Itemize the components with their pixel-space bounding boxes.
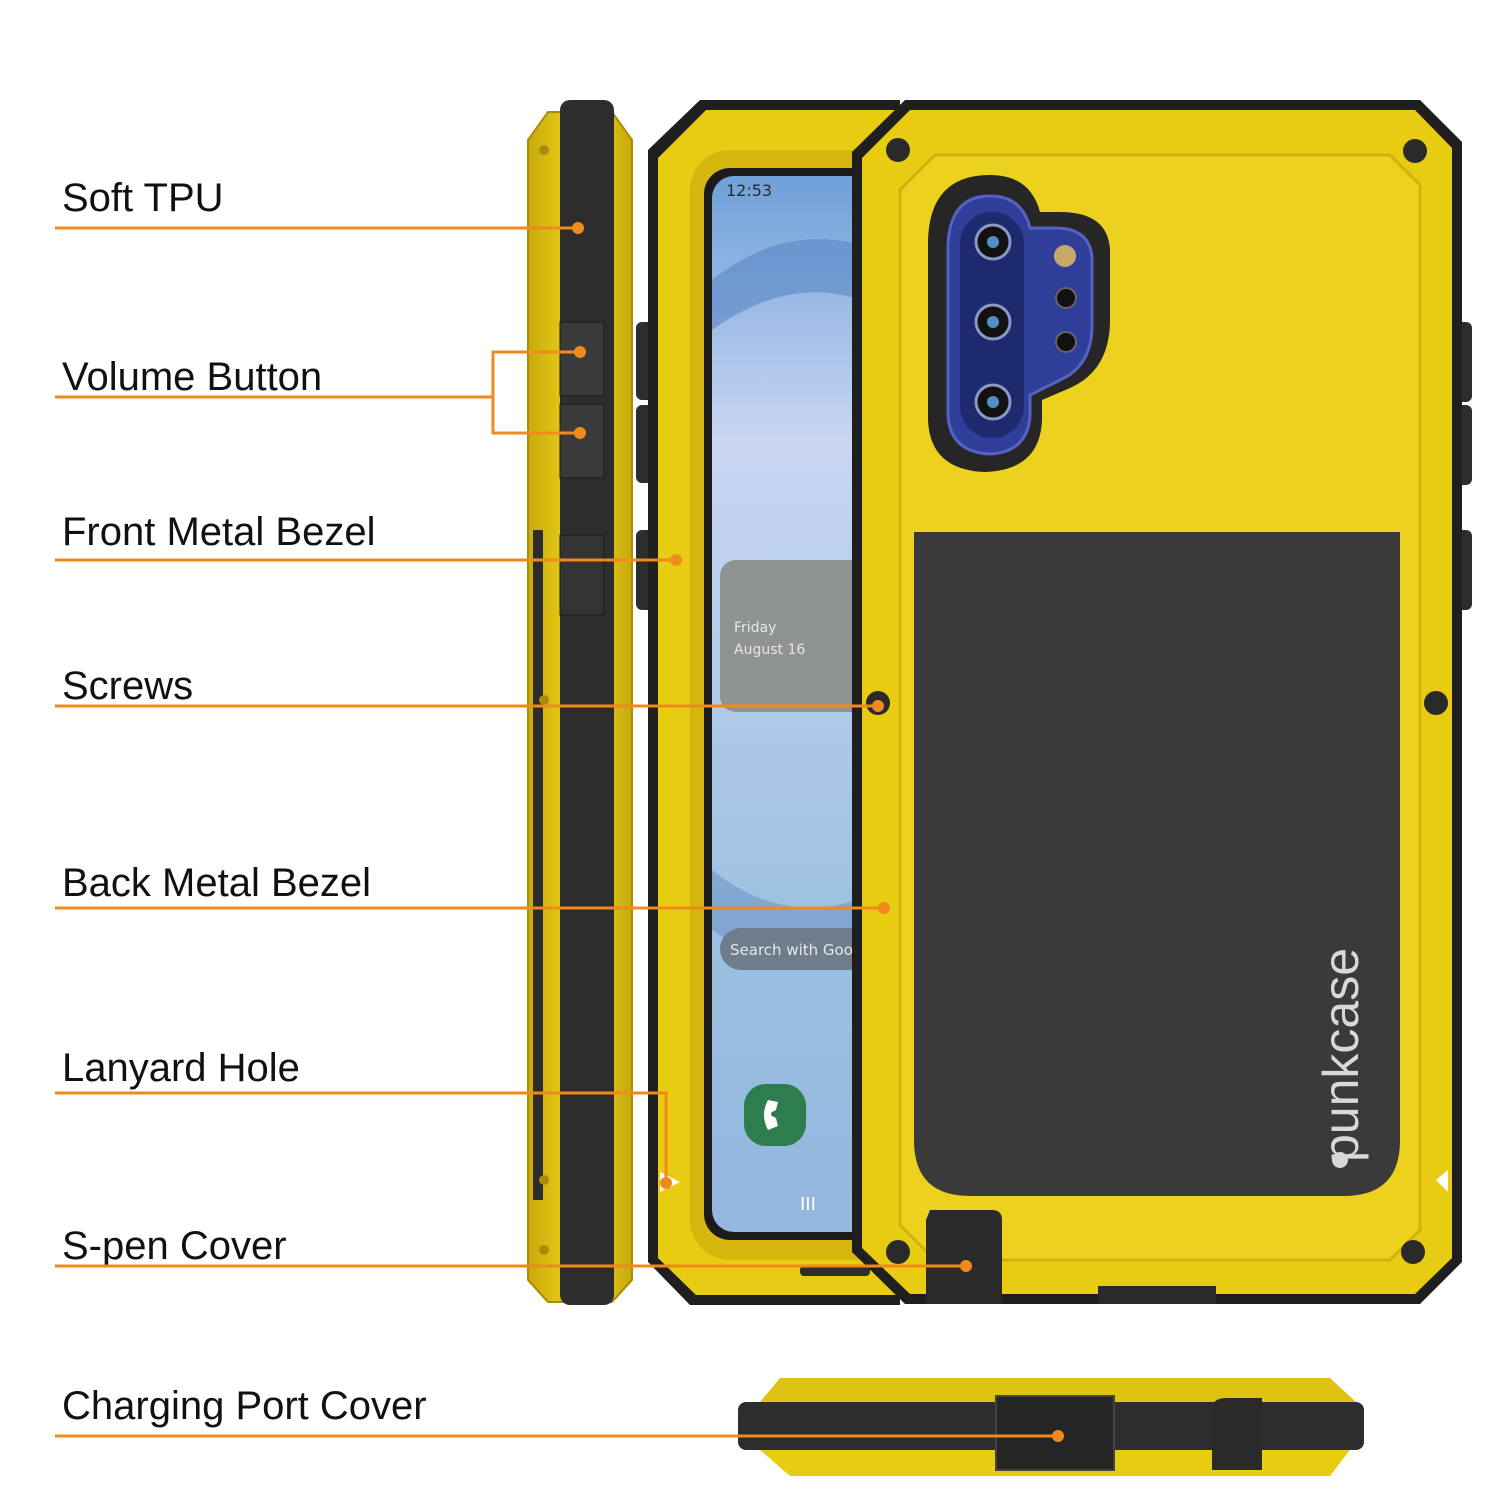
- side-view-case: [527, 100, 633, 1305]
- leader-dot: [670, 554, 682, 566]
- leader-dots: [572, 222, 1064, 1442]
- phone-app-icon: [744, 1084, 806, 1146]
- screen-clock: 12:53: [726, 181, 772, 200]
- label-volume-button: Volume Button: [62, 355, 323, 399]
- volume-button-lower: [559, 403, 605, 479]
- screw-icon: [1424, 691, 1448, 715]
- leader-dot: [960, 1260, 972, 1272]
- leader-dot: [1052, 1430, 1064, 1442]
- back-panel: [914, 532, 1400, 1196]
- volume-button-upper: [559, 321, 605, 397]
- s-pen-cover: [926, 1210, 1002, 1304]
- screw-icon: [886, 138, 910, 162]
- widget-day: Friday: [734, 620, 776, 636]
- label-lanyard-hole: Lanyard Hole: [62, 1046, 300, 1090]
- screw-icon: [1403, 139, 1427, 163]
- leader-dot: [660, 1177, 672, 1189]
- soft-tpu-strip: [560, 100, 614, 1305]
- label-s-pen-cover: S-pen Cover: [62, 1224, 287, 1268]
- label-screws: Screws: [62, 664, 194, 708]
- leader-lanyard-hole: [55, 1091, 668, 1183]
- leader-dot: [878, 902, 890, 914]
- search-bar-text: Search with Goo: [730, 941, 853, 959]
- brand-logo: punkcase: [1313, 948, 1369, 1162]
- widget-date: August 16: [734, 642, 805, 658]
- flash-icon: [1054, 245, 1076, 267]
- label-charging-port-cover: Charging Port Cover: [62, 1384, 427, 1428]
- leader-dot: [574, 427, 586, 439]
- label-soft-tpu: Soft TPU: [62, 176, 224, 220]
- leader-lines: [55, 226, 1058, 1438]
- nav-recents: III: [800, 1194, 816, 1215]
- label-front-metal-bezel: Front Metal Bezel: [62, 510, 376, 554]
- side-lanyard-rail: [533, 530, 543, 1200]
- bottom-view-case: [738, 1378, 1364, 1476]
- screw-icon: [886, 1240, 910, 1264]
- leader-volume-lower: [491, 352, 580, 435]
- back-view-case: punkcase: [852, 100, 1472, 1304]
- leader-dot: [572, 222, 584, 234]
- screw-icon: [1401, 1240, 1425, 1264]
- leader-dot: [872, 700, 884, 712]
- leader-dot: [574, 346, 586, 358]
- label-back-metal-bezel: Back Metal Bezel: [62, 861, 372, 905]
